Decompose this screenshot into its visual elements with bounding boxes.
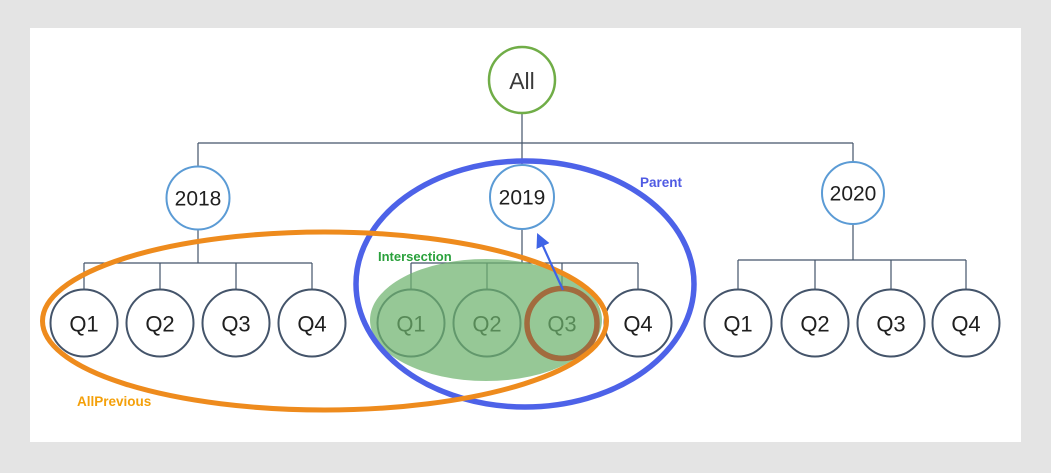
- node-2020-q3-label: Q3: [876, 312, 905, 337]
- node-all: All: [487, 45, 557, 115]
- node-2018: 2018: [165, 165, 231, 231]
- node-2019-q4-label: Q4: [623, 312, 652, 337]
- node-2020-q2-label: Q2: [800, 312, 829, 337]
- node-2020-q4-circle: [931, 288, 1001, 358]
- node-2020-q1-circle: [703, 288, 773, 358]
- connector-lines-root: [197, 113, 854, 167]
- node-2020-circle: [821, 161, 885, 225]
- node-2018-q4: Q4: [277, 288, 347, 358]
- node-2020-q4-label: Q4: [951, 312, 980, 337]
- node-2018-label: 2018: [175, 188, 222, 211]
- node-2018-q4-label: Q4: [297, 312, 326, 337]
- node-2018-q1-circle: [49, 288, 119, 358]
- node-2018-q3-label: Q3: [221, 312, 250, 337]
- node-2018-q3-circle: [201, 288, 271, 358]
- node-2018-q2-circle: [125, 288, 195, 358]
- node-2020-q3: Q3: [856, 288, 926, 358]
- arrow-to-parent: [536, 233, 565, 291]
- node-2019-label: 2019: [499, 187, 546, 210]
- parent-ellipse: [353, 158, 697, 410]
- intersection-label: Intersection: [378, 249, 452, 264]
- node-2020-q1-label: Q1: [723, 312, 752, 337]
- node-2018-q2: Q2: [125, 288, 195, 358]
- node-2018-q3: Q3: [201, 288, 271, 358]
- node-2018-q2-label: Q2: [145, 312, 174, 337]
- node-2020-q2-circle: [780, 288, 850, 358]
- node-2018-circle: [165, 165, 231, 231]
- node-2019: 2019: [489, 164, 555, 230]
- node-2020-label: 2020: [830, 183, 877, 206]
- node-2019-q4: Q4: [603, 288, 673, 358]
- node-2020-q2: Q2: [780, 288, 850, 358]
- node-2018-q4-circle: [277, 288, 347, 358]
- node-2018-q1-label: Q1: [69, 312, 98, 337]
- parent-label: Parent: [640, 175, 683, 190]
- node-2020-q1: Q1: [703, 288, 773, 358]
- allprevious-ellipse: [40, 229, 609, 413]
- node-2019-circle: [489, 164, 555, 230]
- hierarchy-diagram: All 2018 2019 2020 Q1 Q2: [40, 45, 1001, 413]
- node-2020-q4: Q4: [931, 288, 1001, 358]
- node-2018-q1: Q1: [49, 288, 119, 358]
- node-2020-q3-circle: [856, 288, 926, 358]
- diagram-canvas: All 2018 2019 2020 Q1 Q2: [30, 28, 1021, 442]
- node-all-label: All: [509, 68, 535, 94]
- node-2020: 2020: [821, 161, 885, 225]
- node-all-circle: [487, 45, 557, 115]
- connector-lines-2020: [737, 224, 967, 290]
- allprevious-label: AllPrevious: [77, 394, 151, 409]
